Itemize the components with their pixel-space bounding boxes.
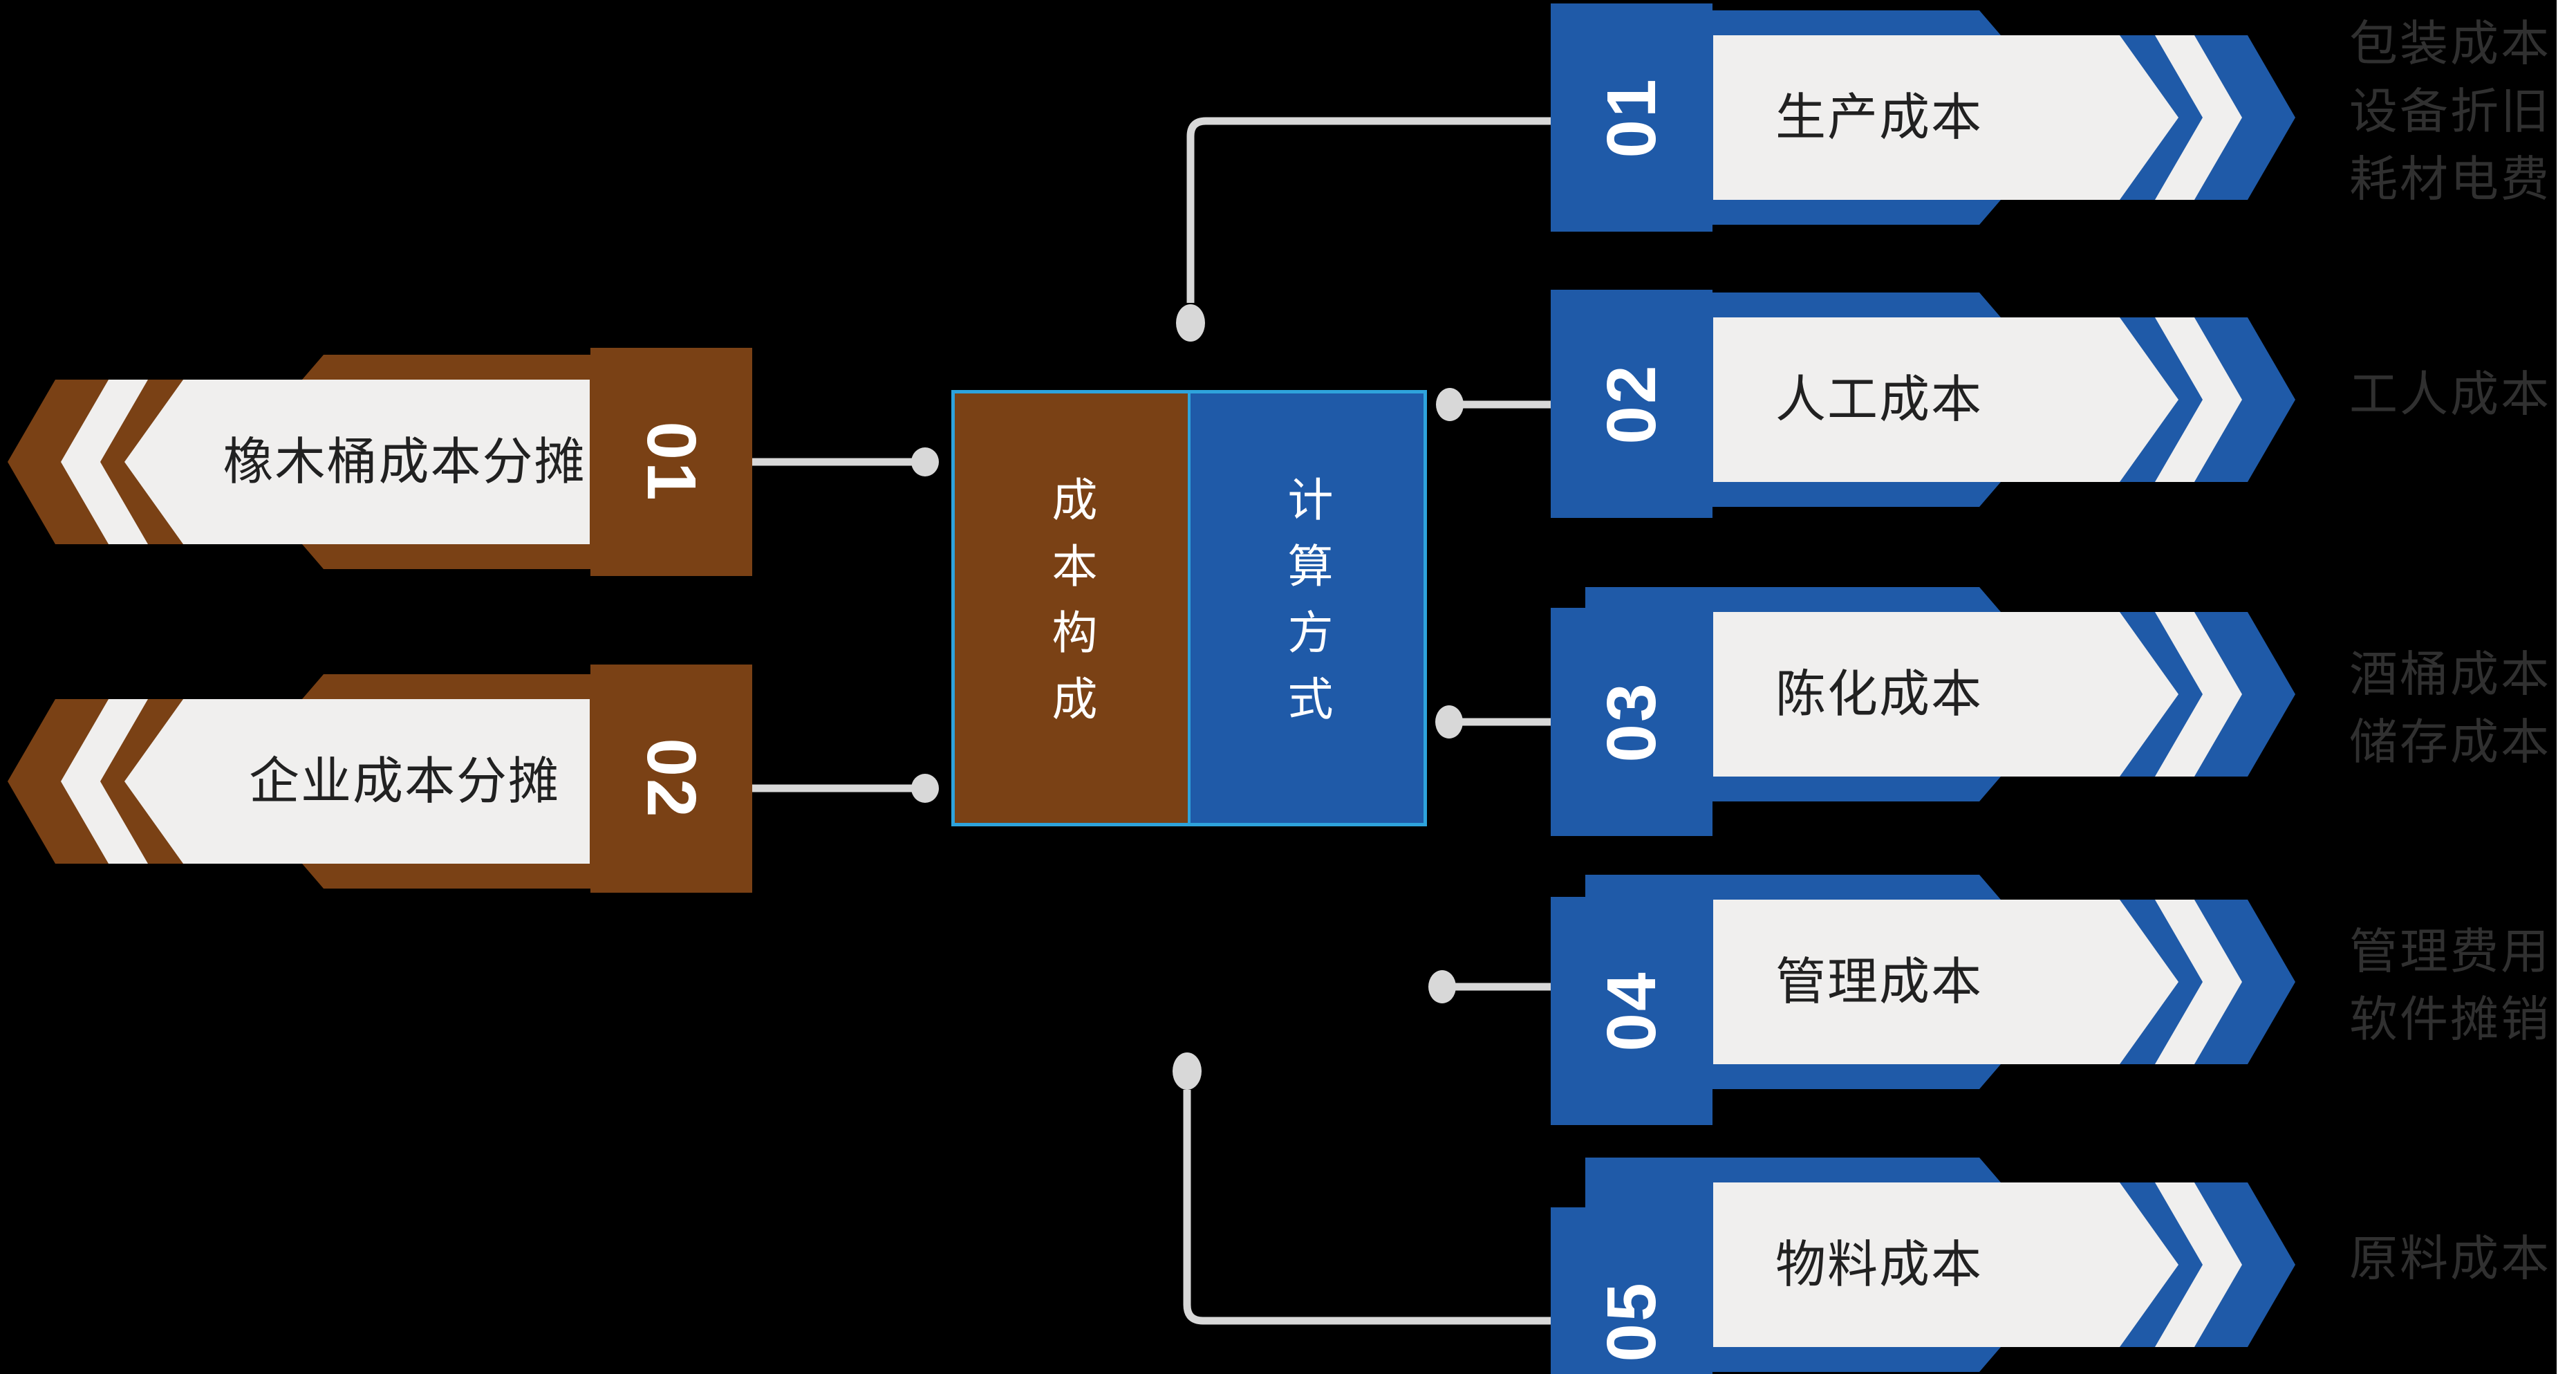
annotation-05: 原料成本	[2349, 1226, 2565, 1294]
arrow-number-banner	[1551, 3, 1712, 232]
chevron-band-icon	[61, 699, 148, 864]
arrow-label-plate	[1713, 900, 2178, 1064]
annotation-line: 管理费用	[2349, 926, 2551, 979]
arrow-number: 03	[1593, 681, 1670, 762]
center-box-right-panel: 计算方式	[1191, 393, 1424, 823]
arrow-label-plate	[124, 699, 590, 864]
connector-dot-03	[1435, 705, 1463, 739]
center-box-left-title: 成本构成	[1045, 475, 1097, 741]
center-box-left-panel: 成本构成	[955, 393, 1191, 823]
annotation-01: 包装成本 设备折旧 耗材电费	[2349, 11, 2565, 214]
connector-dot-left-01	[911, 447, 939, 476]
left-arrow-01-shape	[8, 355, 718, 569]
annotation-02: 工人成本	[2349, 362, 2565, 429]
arrow-number: 01	[633, 421, 710, 502]
connector-dot-top	[1176, 304, 1205, 342]
arrow-label: 人工成本	[1775, 372, 1983, 428]
annotation-line: 设备折旧	[2349, 86, 2551, 139]
chevron-band-icon	[2155, 35, 2242, 200]
arrow-label-plate	[1713, 612, 2178, 777]
arrow-number-banner	[1551, 897, 1712, 1125]
right-edge-strip	[2557, 0, 2576, 1374]
arrow-number: 04	[1593, 970, 1670, 1051]
annotation-line: 软件摊销	[2349, 994, 2551, 1047]
arrow-label-plate	[1713, 35, 2178, 200]
right-arrow-05: 05 物料成本	[1551, 1158, 2295, 1374]
annotation-line: 工人成本	[2349, 369, 2551, 422]
chevron-band-icon	[61, 380, 148, 544]
arrow-number-banner	[590, 665, 752, 893]
connector-dot-02	[1436, 388, 1464, 421]
chevron-band-icon	[2155, 612, 2242, 777]
annotation-line: 包装成本	[2349, 18, 2551, 71]
annotation-03: 酒桶成本 储存成本	[2349, 642, 2565, 777]
left-arrow-02: 02 企业成本分摊	[8, 665, 752, 893]
left-arrow-02-shape	[8, 674, 718, 889]
annotation-line: 酒桶成本	[2349, 649, 2551, 702]
connector-dot-04	[1428, 970, 1456, 1003]
annotation-line: 储存成本	[2349, 716, 2551, 770]
right-arrow-01: 01 生产成本	[1551, 3, 2295, 232]
arrow-number-banner	[1551, 290, 1712, 518]
right-arrow-04: 04 管理成本	[1551, 875, 2295, 1125]
center-box: 成本构成 计算方式	[951, 390, 1427, 826]
connector-dot-bottom	[1173, 1052, 1202, 1090]
arrow-number: 02	[1593, 363, 1670, 444]
arrow-label: 陈化成本	[1775, 667, 1983, 723]
chevron-band-icon	[2155, 900, 2242, 1064]
annotation-line: 原料成本	[2349, 1233, 2551, 1286]
arrow-label-plate	[124, 380, 590, 544]
arrow-number: 01	[1593, 77, 1670, 158]
arrow-label: 企业成本分摊	[249, 754, 560, 810]
right-arrow-02: 02 人工成本	[1551, 290, 2295, 518]
arrow-label-plate	[1713, 1182, 2178, 1347]
arrow-label: 橡木桶成本分摊	[223, 434, 586, 490]
right-arrow-03: 03 陈化成本	[1551, 587, 2295, 836]
arrow-label: 生产成本	[1775, 90, 1983, 146]
arrow-number-banner	[1551, 608, 1712, 836]
connector-elbow-top	[1186, 117, 1552, 303]
center-box-right-title: 计算方式	[1281, 475, 1333, 741]
arrow-number: 02	[633, 738, 710, 819]
annotation-line: 耗材电费	[2349, 154, 2551, 207]
annotation-04: 管理费用 软件摊销	[2349, 919, 2565, 1055]
arrow-label: 物料成本	[1775, 1237, 1983, 1293]
connector-elbow-bottom	[1183, 1090, 1552, 1325]
arrow-label: 管理成本	[1775, 954, 1983, 1010]
arrow-number-banner	[590, 348, 752, 576]
arrow-label-plate	[1713, 317, 2178, 482]
left-arrow-01: 01 橡木桶成本分摊	[8, 348, 752, 576]
arrow-number-banner	[1551, 1207, 1712, 1374]
chevron-band-icon	[2155, 317, 2242, 482]
chevron-band-icon	[2155, 1182, 2242, 1347]
arrow-number: 05	[1593, 1281, 1670, 1362]
connector-dot-left-02	[911, 774, 939, 803]
